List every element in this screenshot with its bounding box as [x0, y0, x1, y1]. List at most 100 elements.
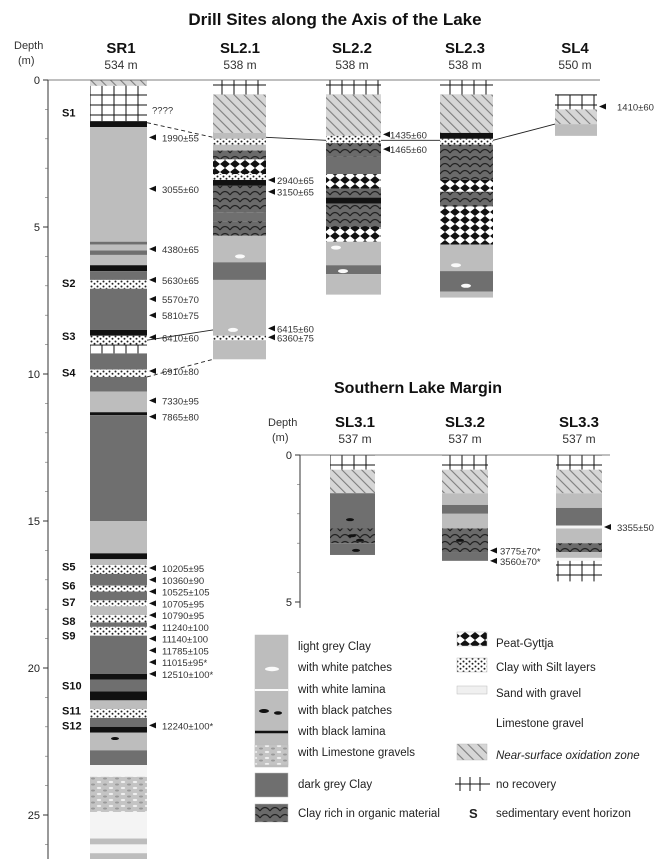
layer-sr1-43 [90, 765, 147, 777]
event-label-S5: S5 [62, 562, 75, 574]
layer-sl22-12 [326, 274, 381, 295]
layer-sr1-34 [90, 673, 147, 680]
layer-sl21-7 [213, 174, 266, 180]
sr1-date-10: 7865±80 [162, 413, 199, 424]
layer-sr1-23 [90, 559, 147, 566]
sr1-date-19-marker [149, 659, 156, 666]
core-sl21 [213, 80, 266, 360]
depth-tick-label-0: 0 [34, 75, 40, 87]
sr1-date-11-marker [149, 565, 156, 572]
sl22-date-1-marker [383, 146, 390, 153]
layer-sl32-3 [442, 504, 488, 514]
sr1-date-3-marker [149, 246, 156, 253]
legend-swatch-sand [456, 685, 488, 695]
sr1-date-18-marker [149, 647, 156, 654]
sr1-date-9: 7330±95 [162, 396, 199, 407]
legend-limestone-gravels: with Limestone gravels [298, 747, 415, 759]
layer-sr1-8 [90, 265, 147, 272]
sr1-date-0: ???? [152, 105, 173, 116]
south-black-patch-1 [356, 538, 364, 542]
layer-sr1-30 [90, 615, 147, 623]
white-patch-4 [461, 283, 471, 288]
layer-sr1-37 [90, 700, 147, 710]
sr1-date-20: 12510±100* [162, 670, 213, 681]
layer-sl33-2 [556, 493, 602, 508]
sr1-date-10-marker [149, 413, 156, 420]
layer-sl22-1 [326, 94, 381, 136]
sr1-date-15: 10790±95 [162, 611, 204, 622]
legend-swatch-black-patch-b [274, 711, 282, 715]
layer-sl33-6 [556, 543, 602, 553]
sr1-date-21-marker [149, 722, 156, 729]
layer-sr1-44 [90, 776, 147, 813]
sr1-date-20-marker [149, 670, 156, 677]
event-label-S6: S6 [62, 581, 75, 593]
layer-sr1-19 [90, 412, 147, 416]
layer-sl21-13 [213, 262, 266, 280]
legend-swatch-no-recovery [455, 777, 490, 791]
layer-sr1-27 [90, 591, 147, 601]
layer-sl31-1 [330, 469, 375, 494]
sr1-date-12: 10360±90 [162, 576, 204, 587]
sr1-date-7: 6410±60 [162, 333, 199, 344]
white-patch-3 [451, 263, 461, 268]
layer-sl22-2 [326, 135, 381, 144]
layer-sl33-7 [556, 552, 602, 558]
legend-swatch-organic [254, 803, 289, 823]
layer-sl4-0 [555, 94, 597, 110]
layer-sl22-0 [326, 80, 381, 95]
layer-sl22-10 [326, 241, 381, 266]
sr1-date-14-marker [149, 600, 156, 607]
core-elev-sl31: 537 m [338, 432, 372, 446]
core-elev-sl22: 538 m [335, 58, 369, 72]
sl22-date-0-marker [383, 131, 390, 138]
layer-sl31-4 [330, 543, 375, 555]
layer-sl21-14 [213, 279, 266, 336]
south-title: Southern Lake Margin [334, 380, 503, 397]
sr1-date-15-marker [149, 612, 156, 619]
sl33-date-0-marker [604, 524, 611, 531]
layer-sr1-29 [90, 606, 147, 616]
sr1-date-8: 6910±80 [162, 367, 199, 378]
correlation-line-5 [146, 358, 214, 378]
layer-sl23-8 [440, 244, 493, 272]
sr1-date-6: 5810±75 [162, 311, 199, 322]
core-name-sl23: SL2.3 [444, 40, 486, 57]
core-sl22 [326, 80, 381, 295]
core-elev-sl32: 537 m [448, 432, 482, 446]
layer-sl21-16 [213, 340, 266, 360]
layer-sr1-31 [90, 622, 147, 627]
sr1-date-11: 10205±95 [162, 564, 204, 575]
layer-sr1-2 [90, 121, 147, 128]
sr1-date-7-marker [149, 334, 156, 341]
layer-sl23-7 [440, 206, 493, 245]
layer-sl22-9 [326, 227, 381, 242]
core-sr1 [90, 80, 147, 859]
legend-swatch-oxidation [456, 743, 488, 761]
layer-sl22-11 [326, 265, 381, 275]
layer-sr1-11 [90, 288, 147, 330]
sr1-date-2-marker [149, 185, 156, 192]
core-elev-sl33: 537 m [562, 432, 596, 446]
core-elev-sl23: 538 m [448, 58, 482, 72]
legend-limestone: Limestone gravel [496, 718, 584, 730]
core-name-sl22: SL2.2 [331, 40, 373, 57]
depth-unit-label: (m) [18, 55, 35, 67]
legend-swatch-black-patch-a [259, 709, 269, 713]
layer-sr1-40 [90, 726, 147, 733]
layer-sl23-3 [440, 138, 493, 145]
sr1-date-9-marker [149, 397, 156, 404]
white-patch-1 [331, 245, 341, 250]
layer-sr1-7 [90, 254, 147, 266]
core-name-sl21: SL2.1 [219, 40, 261, 57]
depth-label-south: Depth [268, 417, 298, 429]
layer-sl22-8 [326, 203, 381, 227]
depth-tick-label-20: 20 [28, 663, 40, 675]
layer-sl4-1 [555, 109, 597, 125]
layer-sl21-1 [213, 94, 266, 133]
core-elev-sr1: 534 m [104, 58, 138, 72]
sr1-date-12-marker [149, 576, 156, 583]
layer-sl33-4 [556, 525, 602, 529]
layer-sr1-4 [90, 241, 147, 245]
layer-sl23-10 [440, 291, 493, 298]
